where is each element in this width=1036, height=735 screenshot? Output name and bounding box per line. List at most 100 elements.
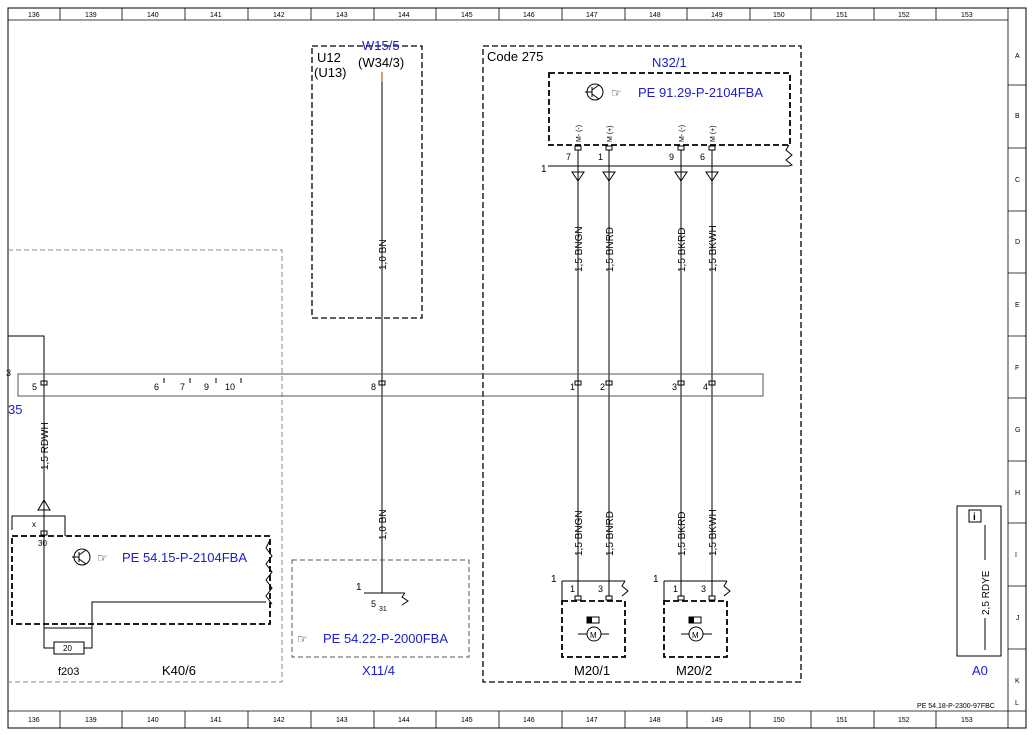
- k40-relay-box: [11, 535, 271, 625]
- bus-pin-3: 3: [672, 382, 677, 392]
- ruler-bottom-141: 141: [210, 717, 222, 724]
- m20-2-connector-label: 1: [653, 574, 659, 585]
- code-275-box: [482, 45, 802, 683]
- ruler-bottom-145: 145: [461, 717, 473, 724]
- wire-label-bn-upper: 1,0 BN: [378, 239, 389, 270]
- m20-1-box: [561, 600, 626, 658]
- n32-reference-link[interactable]: PE 91.29-P-2104FBA: [638, 85, 763, 100]
- m20-1-label: M20/1: [574, 663, 610, 678]
- ruler-bottom-136: 136: [28, 717, 40, 724]
- w15-label: W15/5: [362, 38, 400, 53]
- ruler-bottom-144: 144: [398, 717, 410, 724]
- m20-2-label: M20/2: [676, 663, 712, 678]
- ruler-row-f: F: [1015, 365, 1019, 372]
- bus-pin-6: 6: [154, 382, 159, 392]
- wire-label-bkwh-upper: 1,5 BKWH: [708, 225, 719, 272]
- wire-label-bngn-lower: 1,5 BNGN: [574, 510, 585, 556]
- ruler-top-141: 141: [210, 12, 222, 19]
- ruler-row-g: G: [1015, 427, 1020, 434]
- x11-pin-31: 31: [379, 606, 387, 613]
- ruler-top-147: 147: [586, 12, 598, 19]
- reference-hand-icon: ☞: [297, 632, 308, 646]
- ruler-top-140: 140: [147, 12, 159, 19]
- ruler-row-h: H: [1015, 490, 1020, 497]
- ruler-top-143: 143: [336, 12, 348, 19]
- ruler-top-136: 136: [28, 12, 40, 19]
- ruler-top-153: 153: [961, 12, 973, 19]
- k40-pin-30: 30: [38, 539, 47, 548]
- ruler-bottom-143: 143: [336, 717, 348, 724]
- ruler-row-k: K: [1015, 678, 1020, 685]
- wire-label-bn-lower: 1,0 BN: [378, 509, 389, 540]
- bus-pin-8: 8: [371, 382, 376, 392]
- bottom-ruler: 136 139 140 141 142 143 144 145 146 147 …: [8, 710, 1026, 728]
- wire-label-rdwh: 1,5 RDWH: [40, 422, 51, 470]
- bus-pin-1: 1: [570, 382, 575, 392]
- ruler-row-b: B: [1015, 113, 1020, 120]
- x11-connector-label: 1: [356, 582, 362, 593]
- ruler-row-i: I: [1015, 552, 1017, 559]
- x11-label: X11/4: [362, 663, 395, 678]
- ruler-top-146: 146: [523, 12, 535, 19]
- u12-box: [311, 45, 423, 319]
- ruler-row-e: E: [1015, 302, 1020, 309]
- bus-pin-9: 9: [204, 382, 209, 392]
- wire-label-bnrd-lower: 1,5 BNRD: [605, 511, 616, 556]
- ruler-bottom-153: 153: [961, 717, 973, 724]
- ruler-row-j: J: [1016, 615, 1020, 622]
- connector-bus: [17, 373, 764, 397]
- n32-box: [548, 72, 791, 146]
- bus-pin-10: 10: [225, 382, 235, 392]
- u12-label: U12: [317, 50, 341, 65]
- wire-label-rdye: 2,5 RDYE: [981, 570, 992, 615]
- a0-label: A0: [972, 663, 988, 678]
- wire-label-bkrd-lower: 1,5 BKRD: [677, 512, 688, 556]
- ruler-bottom-140: 140: [147, 717, 159, 724]
- ruler-top-144: 144: [398, 12, 410, 19]
- n32-pin-1: 1: [598, 152, 603, 162]
- transistor-icon: [585, 83, 604, 101]
- bus-pin-2: 2: [600, 382, 605, 392]
- w34-label: (W34/3): [358, 55, 404, 70]
- wire-label-bngn-upper: 1,5 BNGN: [574, 226, 585, 272]
- bus-pin-7: 7: [180, 382, 185, 392]
- ruler-row-l: L: [1015, 700, 1019, 707]
- m20-1-pin-3: 3: [598, 584, 603, 594]
- m20-2-pin-3: 3: [701, 584, 706, 594]
- ruler-top-152: 152: [898, 12, 910, 19]
- info-symbol: i: [973, 512, 976, 523]
- ruler-bottom-147: 147: [586, 717, 598, 724]
- ruler-row-d: D: [1015, 239, 1020, 246]
- fuse-value: 20: [63, 644, 72, 653]
- k40-reference-link[interactable]: PE 54.15-P-2104FBA: [122, 550, 247, 565]
- code-275-label: Code 275: [487, 49, 543, 64]
- wire-label-bnrd-upper: 1,5 BNRD: [605, 227, 616, 272]
- right-ruler: A B C D E F G H I J K L: [1008, 53, 1026, 707]
- motor-symbol: M: [590, 631, 597, 640]
- f203-label: f203: [58, 666, 79, 678]
- n32-polarity-1: M- (-): [576, 125, 583, 142]
- info-icon: [968, 509, 982, 523]
- bus-pin-5: 5: [32, 382, 37, 392]
- ruler-row-c: C: [1015, 177, 1020, 184]
- x11-pin-5: 5: [371, 599, 376, 609]
- ruler-top-148: 148: [649, 12, 661, 19]
- a0-box: [956, 505, 1002, 657]
- n32-polarity-3: M- (-): [679, 125, 686, 142]
- ruler-bottom-152: 152: [898, 717, 910, 724]
- ruler-top-150: 150: [773, 12, 785, 19]
- transistor-icon: [72, 548, 91, 566]
- ruler-top-145: 145: [461, 12, 473, 19]
- n32-pin-7: 7: [566, 152, 571, 162]
- footer-reference: PE 54.18-P-2300-97FBC: [917, 703, 995, 710]
- k40-label: K40/6: [162, 663, 196, 678]
- n32-pin-6: 6: [700, 152, 705, 162]
- reference-hand-icon: ☞: [611, 86, 622, 100]
- wire-label-bkwh-lower: 1,5 BKWH: [708, 509, 719, 556]
- x11-reference-link[interactable]: PE 54.22-P-2000FBA: [323, 631, 448, 646]
- ruler-bottom-150: 150: [773, 717, 785, 724]
- ruler-bottom-146: 146: [523, 717, 535, 724]
- ruler-bottom-151: 151: [836, 717, 848, 724]
- top-ruler: 136 139 140 141 142 143 144 145 146 147 …: [8, 8, 1009, 728]
